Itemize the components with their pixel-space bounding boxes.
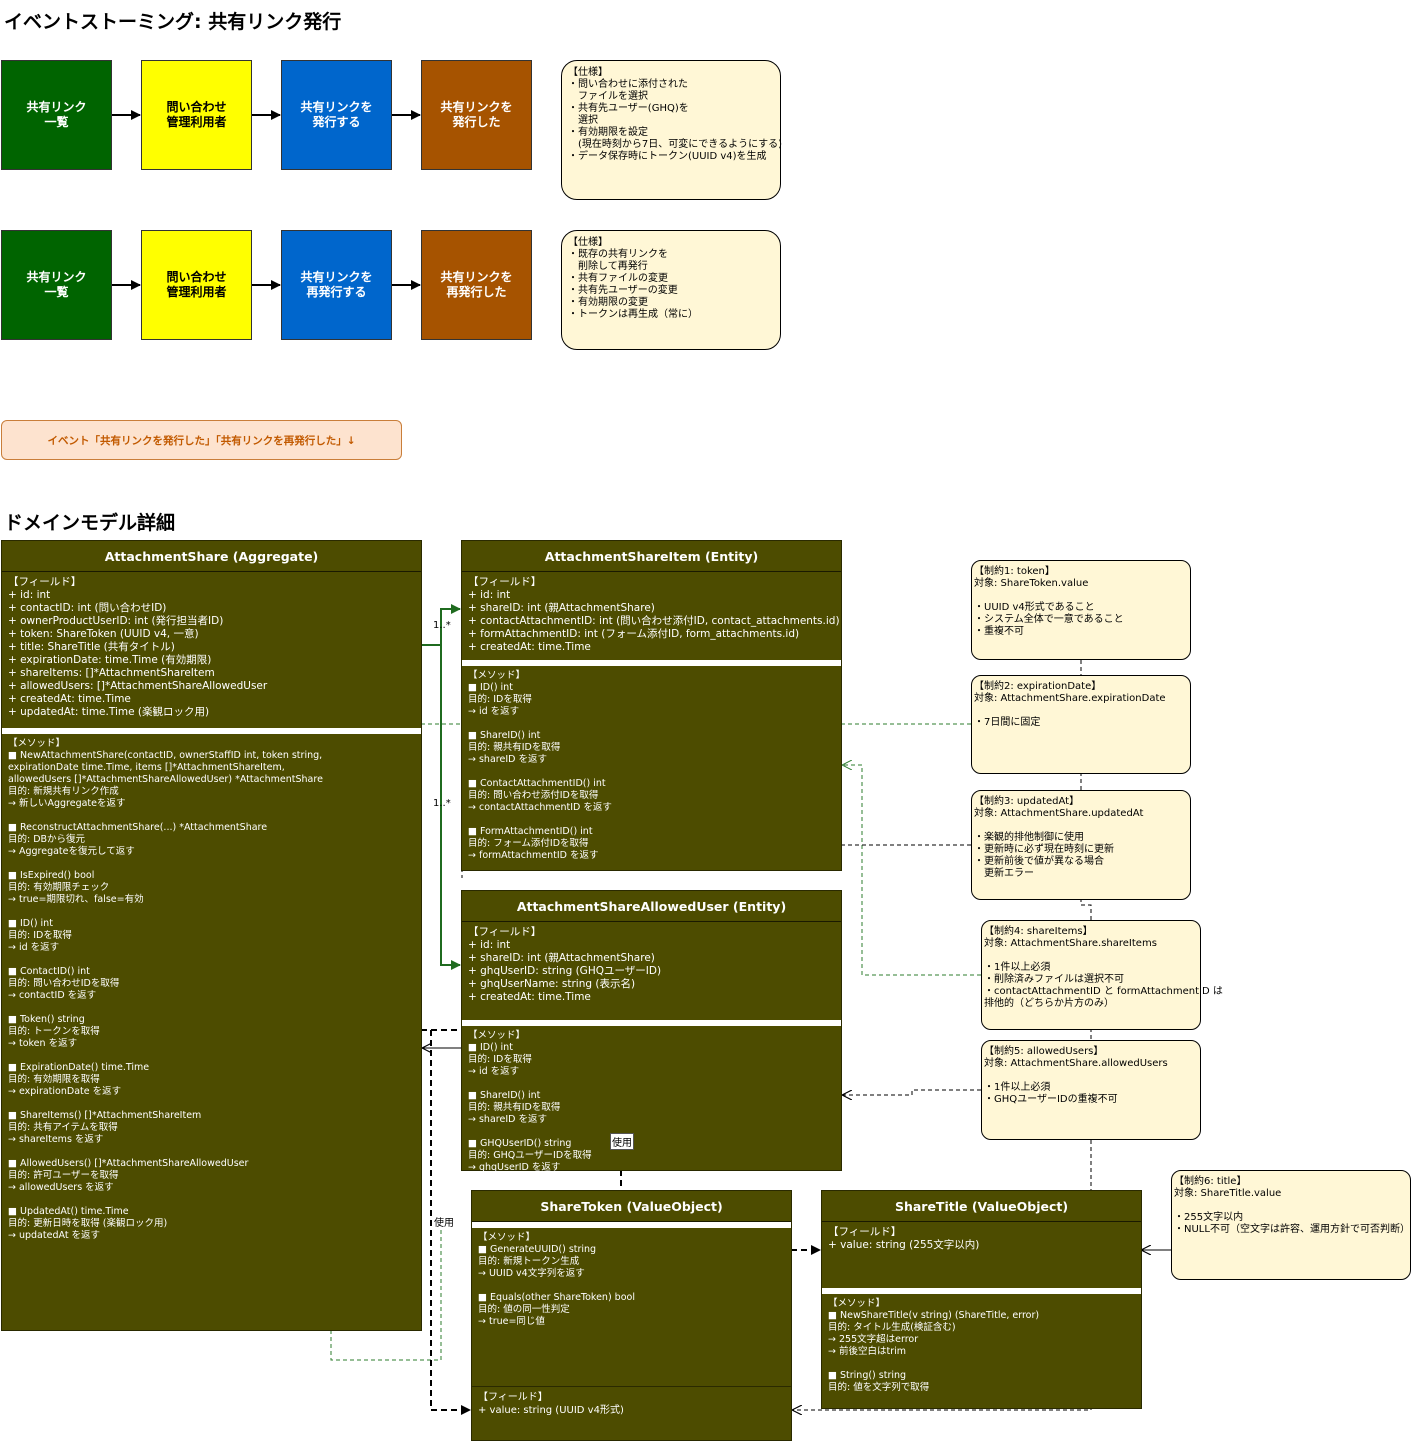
spec-note-issue: 【仕様】 ・問い合わせに添付された ファイルを選択 ・共有先ユーザー(GHQ)を… — [561, 60, 782, 200]
class-attachment-share-allowed-user: AttachmentShareAllowedUser (Entity) 【フィー… — [461, 890, 842, 1173]
spec-note-reissue: 【仕様】 ・既存の共有リンクを 削除して再発行 ・共有ファイルの変更 ・共有先ユ… — [561, 230, 781, 350]
constraint5-edge — [843, 1089, 981, 1095]
class-share-title-fields: 【フィールド】 + value: string (255文字以内) — [828, 1226, 980, 1251]
class-divider — [822, 1288, 1141, 1294]
class-divider — [462, 1020, 841, 1026]
class-share-title: ShareTitle (ValueObject) 【フィールド】 + value… — [821, 1190, 1142, 1409]
constraint-note-title: 【制約6: title】 対象: ShareTitle.value ・255文字… — [1171, 1170, 1411, 1280]
constraint4-edge — [843, 765, 981, 976]
class-divider — [2, 728, 421, 734]
agg-to-item-edge — [421, 604, 461, 646]
command-issue-share-link: 共有リンクを 発行する — [281, 60, 392, 170]
constraint2-edge — [330, 723, 971, 1361]
event-share-link-issued: 共有リンクを 発行した — [421, 60, 532, 170]
class-attachment-share-title: AttachmentShare (Aggregate) — [2, 541, 421, 572]
constraint-note-share-items: 【制約4: shareItems】 対象: AttachmentShare.sh… — [981, 920, 1223, 1030]
class-share-title-methods: 【メソッド】 ■ NewShareTitle(v string) (ShareT… — [828, 1298, 1040, 1393]
event-contact-admin-user-2: 問い合わせ 管理利用者 — [141, 230, 252, 340]
agg-to-allowed-edge — [440, 645, 461, 970]
class-divider — [472, 1222, 791, 1228]
event-storming-title: イベントストーミング: 共有リンク発行 — [4, 11, 342, 33]
class-attachment-share-item-fields: 【フィールド】 + id: int + shareID: int (親Attac… — [468, 576, 840, 653]
constraint-note-updated-at: 【制約3: updatedAt】 対象: AttachmentShare.upd… — [971, 790, 1191, 900]
class-attachment-share-fields: 【フィールド】 + id: int + contactID: int (問い合わ… — [8, 576, 268, 718]
class-allowed-user-methods: 【メソッド】 ■ ID() int 目的: IDを取得 → id を返す ■ S… — [468, 1030, 592, 1173]
event-contact-admin-user-1: 問い合わせ 管理利用者 — [141, 60, 252, 170]
class-share-token-fields: 【フィールド】 + value: string (UUID v4形式) — [472, 1386, 791, 1453]
event-banner: イベント「共有リンクを発行した」「共有リンクを再発行した」↓ — [1, 420, 402, 460]
event-shared-link-list-2: 共有リンク 一覧 — [1, 230, 112, 340]
event-share-link-reissued: 共有リンクを 再発行した — [421, 230, 532, 340]
multiplicity-label-users: 1..* — [433, 798, 451, 809]
class-attachment-share: AttachmentShare (Aggregate) 【フィールド】 + id… — [1, 540, 422, 1331]
class-attachment-share-item-methods: 【メソッド】 ■ ID() int 目的: IDを取得 → id を返す ■ S… — [468, 670, 612, 861]
use-token-edge — [430, 1030, 471, 1415]
domain-model-title: ドメインモデル詳細 — [4, 512, 176, 534]
class-share-title-title: ShareTitle (ValueObject) — [822, 1191, 1141, 1222]
class-share-token-methods: 【メソッド】 ■ GenerateUUID() string 目的: 新規トーク… — [478, 1232, 635, 1327]
class-attachment-share-item-title: AttachmentShareItem (Entity) — [462, 541, 841, 572]
class-allowed-user-title: AttachmentShareAllowedUser (Entity) — [462, 891, 841, 922]
class-attachment-share-item: AttachmentShareItem (Entity) 【フィールド】 + i… — [461, 540, 842, 871]
class-share-token-title: ShareToken (ValueObject) — [472, 1191, 791, 1222]
class-divider — [462, 660, 841, 666]
constraint-note-allowed-users: 【制約5: allowedUsers】 対象: AttachmentShare.… — [981, 1040, 1201, 1140]
command-reissue-share-link: 共有リンクを 再発行する — [281, 230, 392, 340]
event-shared-link-list-1: 共有リンク 一覧 — [1, 60, 112, 170]
constraint-note-token: 【制約1: token】 対象: ShareToken.value ・UUID … — [971, 560, 1191, 660]
class-allowed-user-fields: 【フィールド】 + id: int + shareID: int (親Attac… — [468, 926, 662, 1003]
class-share-token: ShareToken (ValueObject) 【メソッド】 ■ Genera… — [471, 1190, 792, 1441]
use-label-title: 使用 — [610, 1133, 634, 1150]
multiplicity-label-items: 1..* — [433, 620, 451, 631]
constraint-note-expiration: 【制約2: expirationDate】 対象: AttachmentShar… — [971, 675, 1191, 774]
class-attachment-share-methods: 【メソッド】 ■ NewAttachmentShare(contactID, o… — [8, 738, 323, 1241]
use-label-token: 使用 — [434, 1214, 454, 1229]
